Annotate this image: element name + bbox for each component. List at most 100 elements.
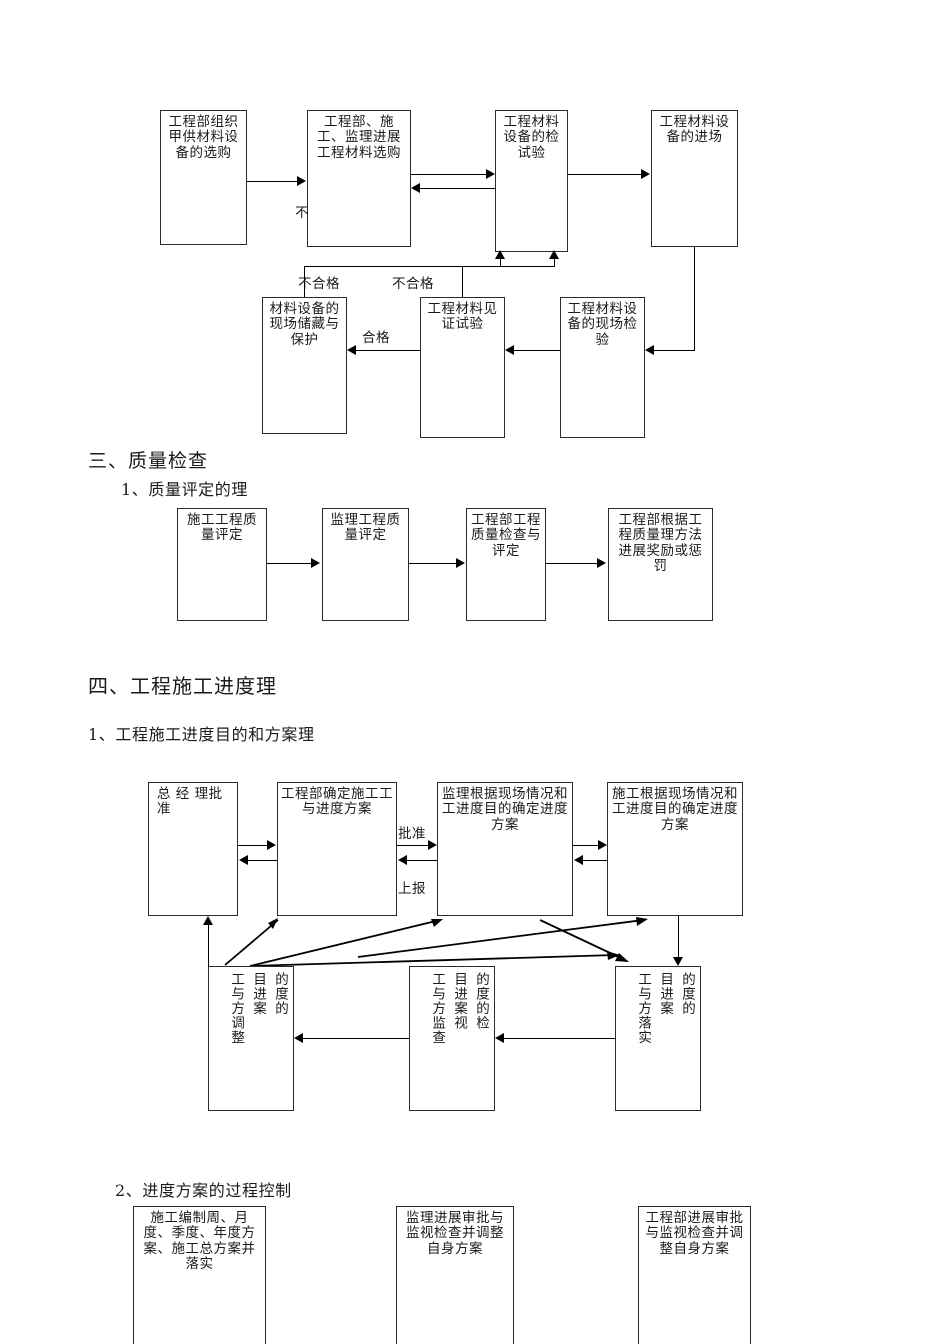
connector-s2-s1: [248, 860, 278, 861]
flow-box-q3: 工程部工程质量检查与评定: [466, 508, 546, 621]
arrowhead-m2-m3: [486, 169, 495, 179]
flow-box-m3-label: 工程材料设备的检试验: [503, 114, 560, 161]
connector-s7-s6: [504, 1038, 616, 1039]
arrowhead-m3-m4: [641, 169, 650, 179]
flow-box-s3-label: 监理根据现场情况和工进度目的确定进度方案: [442, 786, 568, 833]
flow-box-q4: 工程部根据工程质量理方法进展奖励或惩罚: [608, 508, 713, 621]
flow-box-s7-columns: 的度的 目进案 工与方落实: [616, 967, 700, 1045]
flow-box-m3: 工程材料设备的检试验: [495, 110, 568, 252]
flow-box-m2: 工程部、施工、监理进展工程材料选购: [307, 110, 411, 247]
flow-box-q2: 监理工程质量评定: [322, 508, 409, 621]
heading-section-4: 四、工程施工进度理: [88, 674, 277, 698]
connector-q3-q4: [546, 563, 598, 564]
flow-box-s6-col-3: 工与方监查: [429, 972, 446, 1045]
connector-m3-m2-return: [420, 188, 496, 189]
connector-m5-to-m3-vert: [500, 258, 501, 267]
flow-box-q2-label: 监理工程质量评定: [330, 512, 401, 544]
connector-q1-q2: [267, 563, 312, 564]
flow-box-s7-col-1: 的度的: [679, 972, 695, 1016]
flow-box-m5-label: 材料设备的现场储藏与保护: [269, 301, 340, 348]
arrowhead-q2-q3: [456, 558, 465, 568]
flow-box-s5-col-1: 的度的: [272, 972, 288, 1016]
flow-box-p3-label: 工程部进展审批与监视检查并调整自身方案: [645, 1210, 744, 1257]
flow-box-p1: 施工编制周、月度、季度、年度方案、施工总方案并落实: [133, 1206, 266, 1344]
flow-box-m1: 工程部组织甲供材料设备的选购: [160, 110, 247, 245]
flow-box-m2-label: 工程部、施工、监理进展工程材料选购: [317, 114, 401, 161]
flow-box-p3: 工程部进展审批与监视检查并调整自身方案: [638, 1206, 751, 1344]
connector-m4-to-m7: [654, 350, 695, 351]
heading-section-4-1: 1、工程施工进度目的和方案理: [88, 725, 315, 744]
label-fail-partial: 不: [295, 205, 309, 221]
arrowhead-m4-to-m7: [645, 345, 654, 355]
arrowhead-s6-s5: [294, 1033, 303, 1043]
flow-box-s7-col-2: 目进案: [657, 972, 674, 1016]
heading-section-3-1: 1、质量评定的理: [121, 480, 248, 499]
connector-s4-to-s7: [678, 916, 679, 958]
diagonal-connectors: [224, 917, 648, 967]
arrowhead-s4-s3: [574, 855, 583, 865]
arrowhead-m3-m2-return: [411, 183, 420, 193]
arrowhead-s2-s1: [239, 855, 248, 865]
connector-m6-m5: [356, 350, 420, 351]
arrowhead-m5-to-m3: [495, 250, 505, 259]
flow-box-s6-col-1: 的度的检: [473, 972, 489, 1030]
arrowhead-q3-q4: [597, 558, 606, 568]
arrowhead-s3-s2: [398, 855, 407, 865]
flow-box-s5-columns: 的度的 目进案 工与方调整: [209, 967, 293, 1045]
flow-box-m5: 材料设备的现场储藏与保护: [262, 297, 347, 434]
connector-m6-to-m3-vert: [554, 258, 555, 267]
flow-box-q1-label: 施工工程质量评定: [187, 512, 257, 544]
connector-m6-up: [462, 266, 463, 297]
connector-m1-m2: [247, 181, 298, 182]
label-fail-2: 不合格: [392, 276, 434, 292]
flow-box-s7-col-3: 工与方落实: [635, 972, 652, 1045]
flow-box-p2-label: 监理进展审批与监视检查并调整自身方案: [406, 1210, 504, 1257]
connector-q2-q3: [409, 563, 456, 564]
flow-box-s2: 工程部确定施工工与进度方案: [277, 782, 397, 916]
arrowhead-q1-q2: [311, 558, 320, 568]
flow-box-s6: 的度的检 目进案视 工与方监查: [409, 966, 495, 1111]
connector-m7-m6: [514, 350, 560, 351]
connector-s3-s2: [407, 860, 438, 861]
label-report: 上报: [398, 881, 426, 897]
flow-box-s5-col-2: 目进案: [250, 972, 267, 1016]
flow-box-m4-label: 工程材料设备的进场: [659, 114, 730, 146]
arrowhead-s5-to-s1: [203, 916, 213, 925]
heading-section-3: 三、质量检查: [88, 450, 209, 472]
connector-m4-down: [694, 247, 695, 350]
flow-box-s1: 总 经 理批准: [148, 782, 238, 916]
flow-box-m6-label: 工程材料见证试验: [427, 301, 498, 333]
connector-s5-to-s1: [208, 924, 209, 968]
arrowhead-s1-s2: [267, 840, 276, 850]
flow-box-p1-label: 施工编制周、月度、季度、年度方案、施工总方案并落实: [143, 1210, 256, 1273]
flow-box-q4-label: 工程部根据工程质量理方法进展奖励或惩罚: [618, 512, 703, 575]
connector-s3-s4: [573, 845, 600, 846]
label-fail-1: 不合格: [298, 276, 340, 292]
connector-s1-s2: [238, 845, 268, 846]
connector-m5-up: [304, 266, 305, 297]
flow-box-s4: 施工根据现场情况和工进度目的确定进度方案: [607, 782, 743, 916]
arrowhead-m6-m5: [347, 345, 356, 355]
flow-box-q3-label: 工程部工程质量检查与评定: [471, 512, 541, 559]
connector-s4-s3: [583, 860, 609, 861]
arrowhead-s4-to-s7: [673, 957, 683, 966]
flow-box-s3: 监理根据现场情况和工进度目的确定进度方案: [437, 782, 573, 916]
connector-m6-to-m3: [462, 266, 554, 267]
flow-box-p2: 监理进展审批与监视检查并调整自身方案: [396, 1206, 514, 1344]
arrowhead-m1-m2: [297, 176, 306, 186]
flow-box-s5-col-3: 工与方调整: [228, 972, 245, 1045]
flow-box-s1-label: 总 经 理批准: [157, 786, 223, 818]
arrowhead-m7-m6: [505, 345, 514, 355]
arrowhead-s2-s3: [428, 840, 437, 850]
flow-box-m4: 工程材料设备的进场: [651, 110, 738, 247]
connector-s2-s3: [397, 845, 429, 846]
arrowhead-s3-s4: [598, 840, 607, 850]
flow-box-s5: 的度的 目进案 工与方调整: [208, 966, 294, 1111]
flow-box-s6-columns: 的度的检 目进案视 工与方监查: [410, 967, 494, 1045]
flow-box-m7-label: 工程材料设备的现场检验: [567, 301, 638, 348]
flow-box-m6: 工程材料见证试验: [420, 297, 505, 438]
flow-box-s2-label: 工程部确定施工工与进度方案: [281, 786, 393, 818]
flow-box-s4-label: 施工根据现场情况和工进度目的确定进度方案: [612, 786, 738, 833]
connector-m3-m4: [568, 174, 642, 175]
